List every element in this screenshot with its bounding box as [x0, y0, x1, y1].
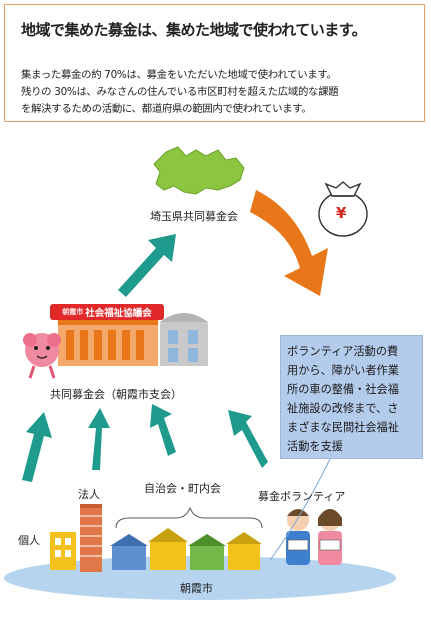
- community-brace: [115, 506, 263, 529]
- corporation-label: 法人: [78, 488, 100, 501]
- community-houses: [110, 528, 262, 570]
- arrow-community: [150, 404, 176, 456]
- info-body-line-2: 残りの 30%は、みなさんの住んでいる市区町村を超えた広域的な課題: [21, 86, 339, 98]
- yen-symbol: ¥: [336, 204, 347, 222]
- volunteer-support-box: ボランティア活動の費 用から、障がい者作業 所の車の整備・社会福 祉施設の改修ま…: [280, 335, 423, 459]
- volunteer-people: [286, 509, 342, 565]
- arrow-individual: [22, 412, 52, 482]
- branch-sign: 朝霞市 社会福祉協議会: [50, 304, 164, 320]
- orange-flow-arrow: [250, 190, 328, 296]
- volunteer-box-line-4: 祉施設の改修まで、さ: [287, 402, 399, 415]
- arrow-branch-to-prefecture: [118, 234, 176, 297]
- info-box: 地域で集めた募金は、集めた地域で使われています。 集まった募金の約 70%は、募…: [4, 4, 425, 122]
- page-title: 地域で集めた募金は、集めた地域で使われています。: [21, 21, 367, 39]
- callout-line: [269, 458, 331, 561]
- city-label: 朝霞市: [180, 582, 213, 595]
- volunteer-box-line-2: 用から、障がい者作業: [287, 364, 399, 377]
- volunteer-box-line-6: 活動を支援: [287, 440, 343, 453]
- volunteer-box-line-5: まざまな民間社会福祉: [287, 421, 399, 434]
- branch-sign-main: 社会福祉協議会: [85, 308, 152, 319]
- branch-label: 共同募金会（朝霞市支会）: [50, 388, 182, 401]
- red-feather-mascot: [23, 333, 61, 379]
- prefecture-map: [153, 146, 245, 195]
- info-body: 集まった募金の約 70%は、募金をいただいた地域で使われています。 残りの 30…: [21, 67, 417, 118]
- volunteer-box-line-1: ボランティア活動の費: [287, 345, 399, 358]
- prefecture-label: 埼玉県共同募金会: [150, 210, 238, 223]
- arrow-volunteer: [228, 410, 268, 468]
- money-bag-icon: [318, 181, 368, 237]
- branch-building: [58, 313, 208, 366]
- volunteer-label: 募金ボランティア: [258, 490, 346, 503]
- individual-building: [50, 532, 76, 570]
- info-body-line-1: 集まった募金の約 70%は、募金をいただいた地域で使われています。: [21, 69, 337, 81]
- corporation-building: [80, 504, 102, 572]
- info-body-line-3: を解決するための活動に、都道府県の範囲内で使われています。: [21, 103, 312, 115]
- branch-sign-city: 朝霞市: [62, 308, 84, 316]
- arrow-corporation: [88, 408, 110, 470]
- individual-label: 個人: [18, 534, 40, 547]
- volunteer-box-line-3: 所の車の整備・社会福: [287, 383, 399, 396]
- community-label: 自治会・町内会: [144, 482, 221, 495]
